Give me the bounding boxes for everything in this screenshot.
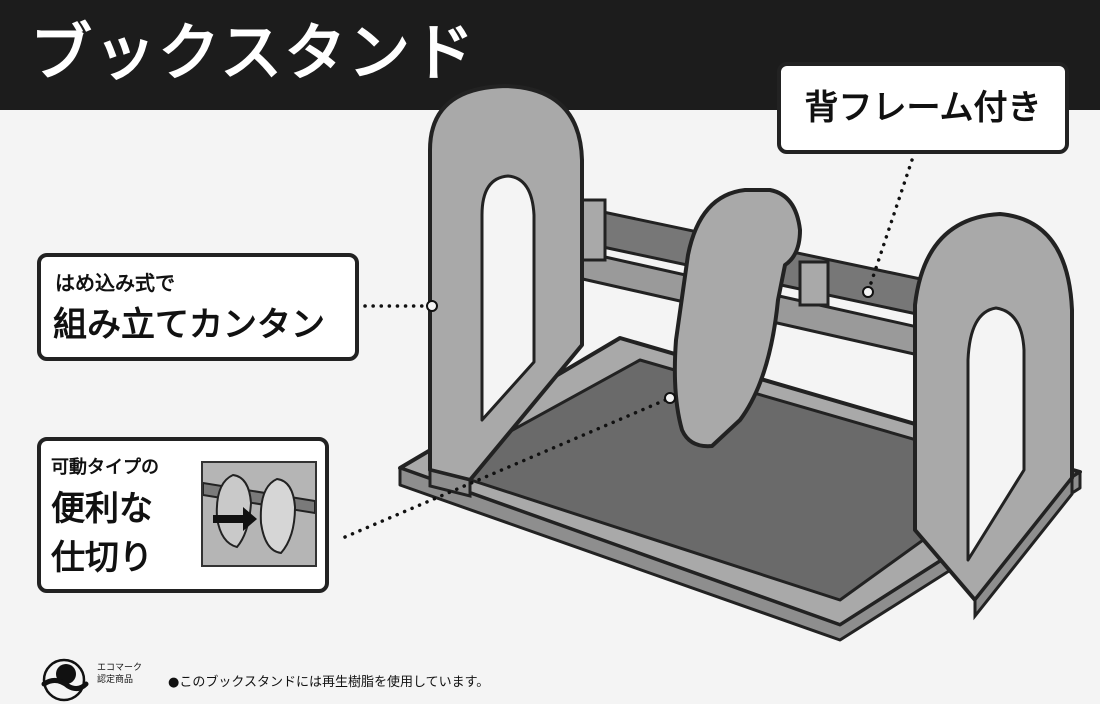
page-title: ブックスタンド bbox=[30, 16, 477, 89]
eco-mark-label-line2: 認定商品 bbox=[97, 675, 134, 685]
arrow-right-icon bbox=[213, 507, 257, 531]
callout-assembly-small: はめ込み式で bbox=[55, 271, 175, 295]
leader-divider bbox=[343, 396, 672, 539]
leader-frame bbox=[866, 158, 914, 294]
eco-mark-icon bbox=[41, 658, 89, 702]
callout-divider: 可動タイプの 便利な 仕切り bbox=[37, 437, 329, 593]
movable-divider bbox=[672, 188, 802, 449]
callout-back-frame-text: 背フレーム付き bbox=[804, 88, 1042, 128]
eco-mark-label-line1: エコマーク bbox=[97, 663, 143, 673]
recycled-resin-note: ●このブックスタンドには再生樹脂を使用しています。 bbox=[168, 675, 490, 690]
eco-mark-label: エコマーク 認定商品 bbox=[97, 662, 142, 686]
callout-assembly-big: 組み立てカンタン bbox=[53, 305, 325, 345]
callout-divider-line2: 仕切り bbox=[51, 538, 153, 578]
header-bar: ブックスタンド bbox=[0, 0, 1100, 110]
divider-inset-image bbox=[201, 461, 317, 567]
callout-back-frame: 背フレーム付き bbox=[777, 62, 1069, 154]
callout-divider-small: 可動タイプの bbox=[51, 457, 159, 478]
callout-divider-line1: 便利な bbox=[51, 489, 153, 529]
callout-assembly: はめ込み式で 組み立てカンタン bbox=[37, 253, 359, 361]
